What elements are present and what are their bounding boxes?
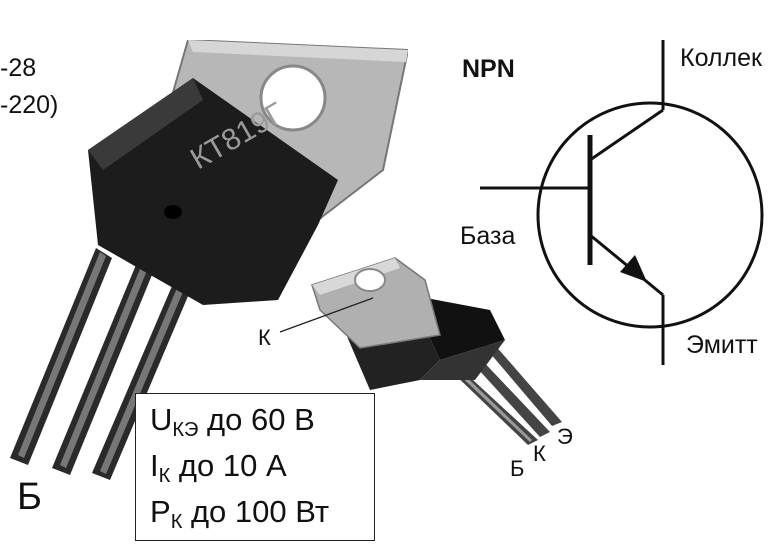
spec-voltage-symbol: U [150,402,173,437]
spec-voltage-value: до 60 В [207,402,315,437]
spec-power-value: до 100 Вт [190,494,330,529]
large-transistor-body [88,78,338,305]
emitter-arrow-icon [620,255,647,282]
large-transistor-base-label: Б [17,476,42,518]
small-transistor-pin-e: Э [557,424,573,449]
large-transistor-leads [10,248,194,480]
small-transistor-image [311,257,562,445]
npn-type-label: NPN [462,55,515,83]
collector-pointer-line [279,297,374,333]
large-transistor-tab [166,40,408,222]
symbol-circle [536,101,764,329]
spec-current-subscript: К [158,465,171,487]
spec-power-subscript: К [170,511,183,533]
small-transistor-pin-k: К [533,441,546,466]
small-transistor-tab [311,257,441,349]
package-label-line-2: -220) [0,91,59,119]
specs-box: UКЭ до 60 В IК до 10 А PК до 100 Вт [135,393,375,541]
spec-voltage-subscript: КЭ [172,419,199,441]
collector-diagonal [589,108,664,162]
large-transistor-image: КТ819Г [10,40,408,480]
base-label: База [460,222,516,250]
small-transistor-leads [450,344,562,445]
spec-power: PК до 100 Вт [150,494,330,533]
spec-current-symbol: I [150,448,159,483]
spec-power-symbol: P [150,494,171,529]
package-label-line-1: -28 [0,54,37,82]
spec-current-value: до 10 А [178,448,287,483]
small-transistor-collector-label: К [258,325,271,350]
small-transistor-pin-b: Б [510,456,525,481]
npn-schematic-symbol [480,40,764,365]
spec-voltage: UКЭ до 60 В [150,402,315,441]
emitter-label: Эмитт [686,331,758,359]
spec-current: IК до 10 А [150,448,287,487]
collector-label: Коллек [680,44,762,72]
